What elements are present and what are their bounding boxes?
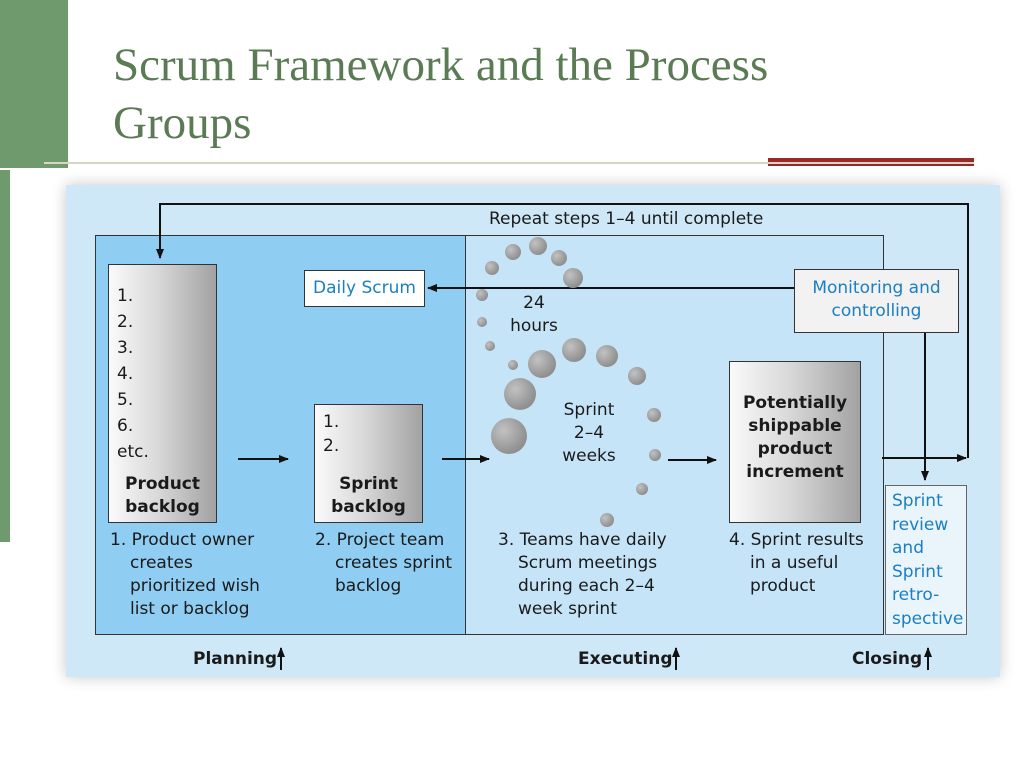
product-backlog-item: 5. [117,390,134,410]
left-accent-strip [0,170,10,542]
monitoring-controlling-box: Monitoring and controlling [794,269,959,333]
product-increment-line-1: Potentially [742,393,848,413]
step-3-line: Scrum meetings [518,553,658,573]
sprint-review-line: review [892,514,949,535]
planning-phase-label: Planning [193,649,278,669]
sprint-backlog-label: Sprint backlog [315,473,422,519]
sprint-review-line: retro- [892,585,940,605]
step-2-line: creates sprint [335,553,453,573]
step-4-line: in a useful [750,553,839,573]
product-increment-label: Potentially shippable product increment [730,392,860,484]
step-1-line: list or backlog [130,599,250,619]
step-1-line: 1. Product owner [110,530,255,550]
step-2-line: 2. Project team [315,530,445,550]
sprint-duration-line-2: 2–4 [573,423,605,443]
product-backlog-box: 1. 2. 3. 4. 5. 6. etc. Product backlog [108,264,217,523]
product-increment-box: Potentially shippable product increment [729,361,861,523]
left-accent-bar [0,0,68,168]
hours-label: 24 hours [500,292,568,338]
product-backlog-item: 6. [117,416,134,436]
sprint-backlog-label-line-2: backlog [331,497,406,517]
sprint-backlog-item: 1. [323,412,340,432]
product-increment-line-2: shippable [748,416,842,436]
sprint-backlog-box: 1. 2. Sprint backlog [314,404,423,523]
sprint-backlog-item: 2. [323,436,340,456]
step-4-description: 4. Sprint results in a useful product [729,529,864,598]
sprint-backlog-label-line-1: Sprint [339,474,398,494]
sprint-review-line: Sprint [892,561,943,582]
hours-line-2: hours [510,316,558,336]
repeat-loop-arrow [156,203,969,458]
closing-phase-label: Closing [852,649,923,669]
step-4-line: product [750,576,816,596]
product-increment-line-3: product [757,439,833,459]
slide-title-line-1: Scrum Framework and the Process [113,39,769,91]
product-backlog-item: 3. [117,338,134,358]
product-backlog-item: 4. [117,364,134,384]
product-backlog-label: Product backlog [109,473,216,519]
title-divider [44,162,974,164]
sprint-duration-line-1: Sprint [563,400,615,420]
step-1-line: creates [130,553,193,573]
step-3-line: during each 2–4 [518,576,655,596]
sprint-cycle-circles [476,237,661,527]
title-accent-line [768,158,974,166]
step-2-description: 2. Project team creates sprint backlog [315,529,452,598]
sprint-review-line: and [892,538,924,558]
step-2-line: backlog [335,576,402,596]
product-backlog-item: 1. [117,286,134,306]
step-1-description: 1. Product owner creates prioritized wis… [110,529,260,621]
sprint-review-line: Sprint [892,491,943,511]
sprint-review-line: spective [892,608,964,629]
monitoring-line-1: Monitoring and [812,278,941,298]
repeat-label: Repeat steps 1–4 until complete [489,209,764,229]
slide-title: Scrum Framework and the Process Groups [113,36,993,152]
step-3-line: week sprint [518,599,617,619]
step-1-line: prioritized wish [130,576,260,596]
product-backlog-label-line-2: backlog [125,497,200,517]
sprint-duration-line-3: weeks [562,446,616,466]
product-backlog-items: 1. 2. 3. 4. 5. 6. etc. [117,283,149,465]
hours-line-1: 24 [523,293,545,313]
sprint-duration-label: Sprint 2–4 weeks [552,399,626,468]
step-3-description: 3. Teams have daily Scrum meetings durin… [498,529,667,621]
sprint-backlog-items: 1. 2. [323,410,339,458]
product-backlog-label-line-1: Product [125,474,200,494]
product-backlog-item: etc. [117,442,149,462]
step-4-line: 4. Sprint results [729,530,864,550]
monitoring-line-2: controlling [831,301,922,321]
step-3-line: 3. Teams have daily [498,530,667,550]
executing-phase-label: Executing [578,649,673,669]
product-backlog-item: 2. [117,312,134,332]
product-increment-line-4: increment [746,462,844,482]
daily-scrum-box: Daily Scrum [304,270,425,307]
slide-title-line-2: Groups [113,97,252,149]
sprint-review-box: Sprint review and Sprint retro- spective [885,485,967,635]
